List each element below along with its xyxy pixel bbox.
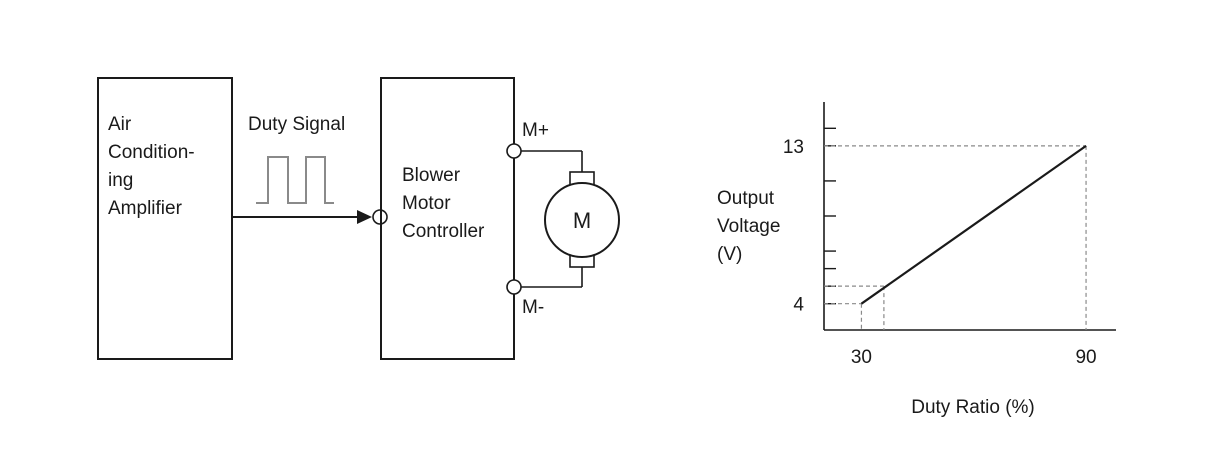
motor-symbol-label: M bbox=[573, 208, 591, 233]
x-axis-label: Duty Ratio (%) bbox=[911, 397, 1035, 418]
blower-motor-icon bbox=[544, 182, 620, 258]
controller-label-line-3: Controller bbox=[402, 221, 485, 242]
controller-label-line-2: Motor bbox=[402, 193, 451, 214]
duty-signal-waveform-icon bbox=[256, 156, 334, 204]
amplifier-label-line-3: ing bbox=[108, 170, 133, 191]
blower-motor-controller-box bbox=[380, 77, 515, 360]
terminal-m-minus-label: M- bbox=[522, 297, 544, 318]
duty-signal-label: Duty Signal bbox=[248, 114, 345, 135]
signal-arrowhead-icon bbox=[357, 210, 372, 224]
x-tick-label-0: 30 bbox=[851, 347, 872, 368]
terminal-m-plus bbox=[506, 143, 522, 159]
controller-label-line-1: Blower bbox=[402, 165, 461, 186]
voltage-series-line-0 bbox=[860, 144, 1087, 305]
y-axis-label-line-1: Output bbox=[717, 188, 775, 209]
y-tick-label-0: 4 bbox=[793, 295, 804, 316]
terminal-m-plus-label: M+ bbox=[522, 120, 549, 141]
amplifier-label-line-1: Air bbox=[108, 114, 132, 135]
air-conditioning-amplifier-box bbox=[97, 77, 233, 360]
y-axis-label-line-2: Voltage bbox=[717, 216, 780, 237]
y-axis-label-line-3: (V) bbox=[717, 244, 742, 265]
y-tick-label-1: 13 bbox=[783, 137, 804, 158]
amplifier-label-line-4: Amplifier bbox=[108, 198, 183, 219]
x-tick-label-1: 90 bbox=[1075, 347, 1096, 368]
amplifier-label-line-2: Condition- bbox=[108, 142, 195, 163]
output-voltage-chart: 30 90 4 13 bbox=[783, 102, 1116, 368]
terminal-m-minus bbox=[506, 279, 522, 295]
